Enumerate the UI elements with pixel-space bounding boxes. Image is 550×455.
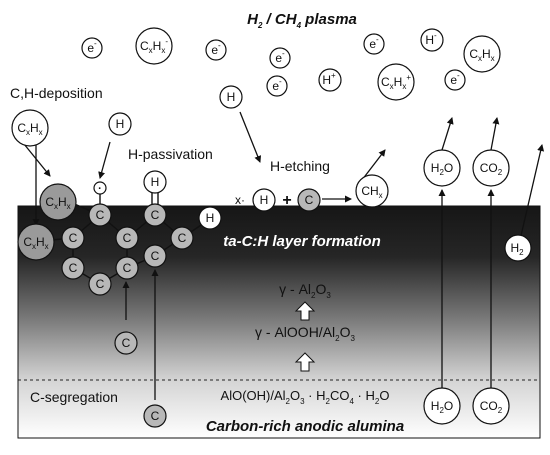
carbon-atom-9: C: [143, 244, 167, 268]
species-cxhx-deposition: CxHx: [11, 109, 49, 147]
svg-text:C: C: [151, 249, 160, 263]
etch-reaction: x· H + C CHx: [235, 174, 389, 212]
svg-text:·: ·: [98, 183, 102, 195]
svg-text:CxHx: CxHx: [45, 195, 70, 211]
carbon-atom-7: C: [143, 203, 167, 227]
svg-text:CxHx-: CxHx-: [140, 37, 168, 55]
carbon-segregating-2: C: [143, 404, 167, 428]
svg-text:e-: e-: [272, 77, 282, 93]
svg-text:H: H: [260, 193, 269, 207]
species-electron-6: e-: [266, 75, 288, 97]
carbon-atom-3: C: [115, 226, 139, 250]
substrate-label: Carbon-rich anodic alumina: [206, 418, 404, 435]
species-electron-5: e-: [444, 69, 466, 91]
segregation-label: C-segregation: [30, 389, 118, 405]
svg-text:C: C: [151, 208, 160, 222]
svg-text:CO2: CO2: [480, 399, 503, 415]
species-electron-3: e-: [269, 47, 291, 69]
etching-label: H-etching: [270, 158, 330, 174]
species-h-minus: H-: [420, 28, 444, 52]
deposition-label: C,H-deposition: [10, 85, 103, 101]
svg-text:H2O: H2O: [431, 161, 453, 177]
phase-arrow-upper: [294, 301, 316, 321]
species-hydrogen-passivation: H: [108, 112, 132, 136]
carbon-atom-8: C: [170, 226, 194, 250]
species-electron-1: e-: [81, 37, 103, 59]
svg-text:CxHx: CxHx: [469, 47, 494, 63]
bonded-cxhx-upper: CxHx: [39, 183, 77, 221]
carbon-segregating-1: C: [114, 331, 138, 355]
radical-site: ·: [93, 181, 107, 195]
species-cxhx-plus: CxHx+: [377, 63, 415, 101]
passivation-label: H-passivation: [128, 146, 213, 162]
carbon-atom-4: C: [61, 256, 85, 280]
species-hydrogen-plasma: H: [219, 85, 243, 109]
carbon-atom-1: C: [88, 203, 112, 227]
svg-text:e-: e-: [450, 71, 460, 87]
carbon-atom-5: C: [115, 256, 139, 280]
phase-middle: γ - AlOOH/Al2O3: [255, 324, 355, 343]
h2-species: H2: [504, 234, 532, 262]
svg-text:H: H: [116, 117, 125, 131]
svg-text:C: C: [96, 277, 105, 291]
svg-text:C: C: [151, 409, 160, 423]
svg-text:e-: e-: [87, 39, 97, 55]
svg-text:C: C: [178, 231, 187, 245]
svg-text:H: H: [227, 90, 236, 104]
carbon-atom-2: C: [61, 226, 85, 250]
water-top: H2O: [423, 149, 461, 187]
svg-text:CO2: CO2: [480, 161, 503, 177]
svg-text:CxHx: CxHx: [17, 121, 42, 137]
svg-text:H: H: [151, 175, 160, 189]
svg-text:e-: e-: [369, 35, 379, 51]
plasma-title: H2 / CH4 plasma: [247, 11, 357, 30]
svg-text:H: H: [206, 211, 215, 225]
svg-text:C: C: [123, 231, 132, 245]
species-electron-2: e-: [205, 39, 227, 61]
svg-text:CxHx: CxHx: [23, 235, 48, 251]
phase-top: γ - Al2O3: [279, 281, 331, 300]
bonded-hydrogen-top: H: [143, 170, 167, 194]
svg-text:C: C: [305, 193, 314, 207]
species-cxhx: CxHx: [463, 35, 501, 73]
phase-arrow-lower: [294, 352, 316, 372]
co2-top: CO2: [472, 149, 510, 187]
phase-bottom: AlO(OH)/Al2O3 · H2CO4 · H2O: [221, 388, 390, 406]
svg-text:C: C: [69, 261, 78, 275]
svg-text:C: C: [123, 261, 132, 275]
water-bottom: H2O: [423, 387, 461, 425]
svg-text:x·: x·: [235, 193, 245, 207]
svg-text:C: C: [69, 231, 78, 245]
svg-text:e-: e-: [275, 49, 285, 65]
co2-bottom: CO2: [472, 387, 510, 425]
layer-label: ta-C:H layer formation: [223, 233, 381, 250]
species-h-plus: H+: [318, 68, 342, 92]
species-cxhx-minus: CxHx-: [135, 27, 173, 65]
svg-text:CHx: CHx: [361, 184, 382, 200]
svg-text:H-: H-: [425, 31, 437, 47]
species-electron-4: e-: [363, 33, 385, 55]
svg-text:C: C: [122, 336, 131, 350]
bonded-hydrogen-right: H: [198, 206, 222, 230]
bonded-cxhx-lower: CxHx: [17, 223, 55, 261]
process-arrows: [23, 111, 545, 400]
svg-text:C: C: [96, 208, 105, 222]
carbon-atom-6: C: [88, 272, 112, 296]
svg-text:e-: e-: [211, 41, 221, 57]
svg-text:H2O: H2O: [431, 399, 453, 415]
svg-text:+: +: [282, 192, 291, 209]
